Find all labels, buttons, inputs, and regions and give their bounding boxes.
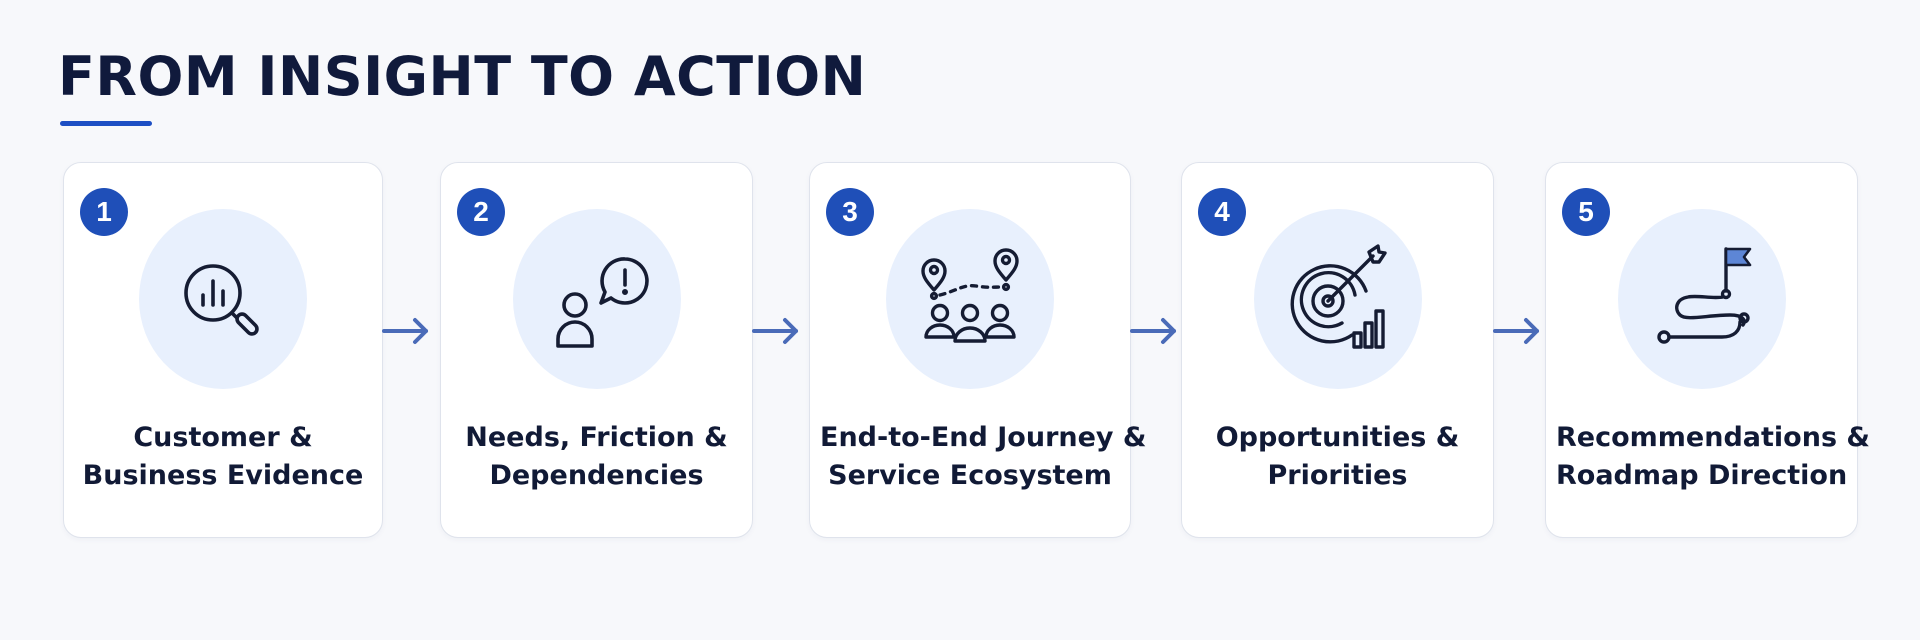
step-label-line-1: Needs, Friction & [465, 422, 728, 453]
icon-circle [1253, 209, 1422, 389]
step-label-line-2: Dependencies [489, 460, 704, 491]
title-underline [60, 121, 152, 126]
journey-pins-people-icon [921, 248, 1019, 343]
step-number-badge: 3 [826, 188, 874, 236]
arrow-right-icon [382, 318, 428, 344]
step-card-5: 5 Recommendations & Roadmap Direction [1545, 162, 1870, 538]
step-number-badge: 1 [80, 188, 128, 236]
step-label-line-2: Service Ecosystem [828, 460, 1112, 491]
step-label: End-to-End Journey & Service Ecosystem [820, 419, 1147, 495]
step-label-line-2: Priorities [1267, 460, 1408, 491]
step-label: Recommendations & Roadmap Direction [1556, 419, 1870, 495]
step-label: Opportunities & Priorities [1192, 419, 1483, 495]
icon-circle [886, 209, 1054, 389]
roadmap-flag-icon [1656, 247, 1751, 344]
arrow-right-icon [1493, 318, 1539, 344]
step-label: Customer & Business Evidence [74, 419, 372, 495]
step-label-line-1: Customer & [133, 422, 313, 453]
step-card-1: 1 Customer & Business Evidence [63, 162, 383, 538]
icon-circle [139, 209, 307, 389]
step-number-badge: 2 [457, 188, 505, 236]
step-card-4: 4 Opportunities & Priorities [1181, 162, 1494, 538]
magnifier-chart-icon [184, 264, 259, 336]
step-label-line-1: Opportunities & [1215, 422, 1460, 453]
step-label-line-2: Roadmap Direction [1556, 460, 1848, 491]
step-label-line-2: Business Evidence [82, 460, 364, 491]
target-arrow-chart-icon [1290, 244, 1387, 349]
icon-circle [1617, 209, 1786, 389]
step-card-3: 3 End-to-End Journey & Service Ecosystem [809, 162, 1147, 538]
arrow-right-icon [752, 318, 798, 344]
step-label-line-1: End-to-End Journey & [820, 422, 1147, 453]
page-title: FROM INSIGHT TO ACTION [58, 45, 867, 108]
step-number-badge: 5 [1562, 188, 1610, 236]
step-number-badge: 4 [1198, 188, 1246, 236]
arrow-right-icon [1130, 318, 1176, 344]
step-label-line-1: Recommendations & [1556, 422, 1870, 453]
step-card-2: 2 Needs, Friction & Dependencies [440, 162, 753, 538]
person-speech-bubble-icon [555, 257, 649, 348]
icon-circle [512, 209, 681, 389]
step-label: Needs, Friction & Dependencies [451, 419, 742, 495]
